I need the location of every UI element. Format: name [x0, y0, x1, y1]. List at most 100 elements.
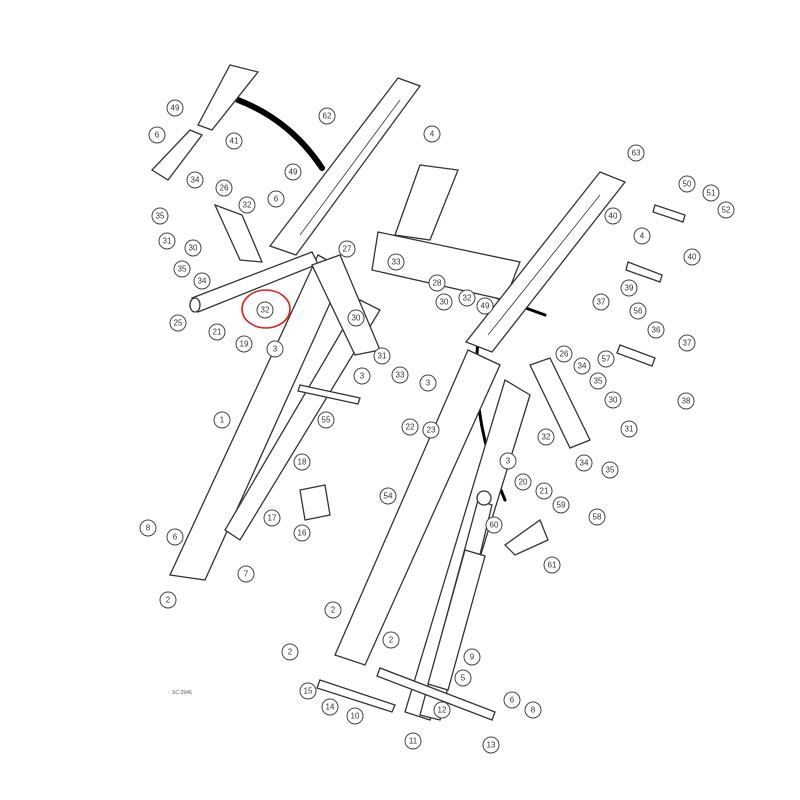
callout-label: 14 [326, 703, 335, 712]
callout-label: 61 [548, 561, 557, 570]
callout-21: 21 [535, 482, 553, 500]
callout-circle [524, 701, 542, 719]
callout-2: 2 [281, 643, 299, 661]
callout-circle [317, 411, 335, 429]
callout-label: 15 [304, 687, 313, 696]
callout-circle [148, 126, 166, 144]
callout-label: 20 [519, 478, 528, 487]
callout-label: 17 [268, 514, 277, 523]
callout-6: 6 [148, 126, 166, 144]
callout-label: 3 [360, 372, 365, 381]
callout-3: 3 [266, 340, 284, 358]
callout-circle [422, 421, 440, 439]
callout-31: 31 [158, 232, 176, 250]
callout-label: 30 [440, 298, 449, 307]
callout-label: 57 [602, 355, 611, 364]
callout-30: 30 [184, 239, 202, 257]
callout-label: 2 [166, 596, 171, 605]
arm-62-slot [299, 99, 401, 236]
callout-label: 10 [351, 712, 360, 721]
callout-label: 30 [352, 314, 361, 323]
tube-25-end [189, 297, 201, 313]
callout-circle [324, 601, 342, 619]
callout-circle [347, 309, 365, 327]
callout-35: 35 [601, 461, 619, 479]
callout-label: 21 [213, 328, 222, 337]
callout-circle [299, 682, 317, 700]
cylinder-9-barrel [427, 549, 486, 691]
callout-38: 38 [677, 392, 695, 410]
callout-52: 52 [717, 201, 735, 219]
callout-circle [169, 314, 187, 332]
callout-circle [575, 454, 593, 472]
callout-circle [186, 171, 204, 189]
callout-circle [353, 367, 371, 385]
callout-label: 37 [597, 298, 606, 307]
callout-circle [284, 163, 302, 181]
callout-60: 60 [485, 516, 503, 534]
callout-circle [678, 334, 696, 352]
callout-label: 2 [389, 636, 394, 645]
callout-15: 15 [299, 682, 317, 700]
callout-label: 35 [156, 212, 165, 221]
callout-label: 3 [506, 457, 511, 466]
callout-8: 8 [524, 701, 542, 719]
callout-circle [633, 227, 651, 245]
bracket-61 [503, 518, 549, 556]
callout-35: 35 [589, 372, 607, 390]
callout-35: 35 [173, 260, 191, 278]
callout-20: 20 [514, 473, 532, 491]
pin-5 [376, 667, 496, 721]
callout-label: 38 [682, 397, 691, 406]
callout-label: 25 [174, 319, 183, 328]
callout-circle [281, 643, 299, 661]
callout-circle [263, 509, 281, 527]
callout-label: 31 [378, 352, 387, 361]
callout-circle [678, 175, 696, 193]
callout-circle [428, 274, 446, 292]
callout-6: 6 [166, 528, 184, 546]
callout-circle [463, 648, 481, 666]
callout-circle [213, 411, 231, 429]
arm-63 [464, 171, 627, 353]
callout-40: 40 [604, 207, 622, 225]
callout-19: 19 [235, 335, 253, 353]
callout-circle [318, 107, 336, 125]
callout-label: 59 [557, 501, 566, 510]
callout-label: 49 [289, 168, 298, 177]
callout-23: 23 [422, 421, 440, 439]
callout-label: 9 [470, 653, 475, 662]
link-41-lower [150, 129, 204, 181]
callout-label: 56 [634, 307, 643, 316]
callout-34: 34 [193, 272, 211, 290]
callout-label: 31 [163, 237, 172, 246]
callout-4: 4 [423, 125, 441, 143]
highlight-ring [241, 289, 291, 329]
callout-54: 54 [379, 487, 397, 505]
callout-63: 63 [627, 144, 645, 162]
callout-33: 33 [391, 366, 409, 384]
callout-6: 6 [503, 691, 521, 709]
callout-circle [592, 293, 610, 311]
callout-32: 32 [537, 428, 555, 446]
callout-label: 1 [220, 416, 225, 425]
bracket-26-left [213, 203, 264, 263]
callout-circle [238, 196, 256, 214]
callout-label: 30 [189, 244, 198, 253]
callout-circle [184, 239, 202, 257]
callout-3: 3 [353, 367, 371, 385]
callout-25: 25 [169, 314, 187, 332]
callout-21: 21 [208, 323, 226, 341]
callout-label: 11 [409, 737, 418, 746]
callout-circle [293, 453, 311, 471]
callout-label: 5 [461, 674, 466, 683]
hydraulic-hose-upper [235, 97, 325, 171]
callout-label: 58 [593, 513, 602, 522]
callout-label: 22 [406, 423, 415, 432]
callout-label: 19 [240, 340, 249, 349]
callout-label: 8 [531, 706, 536, 715]
callout-label: 52 [722, 206, 731, 215]
frame-left-leg-inner [224, 299, 381, 541]
callout-circle [235, 335, 253, 353]
callout-circle [173, 260, 191, 278]
